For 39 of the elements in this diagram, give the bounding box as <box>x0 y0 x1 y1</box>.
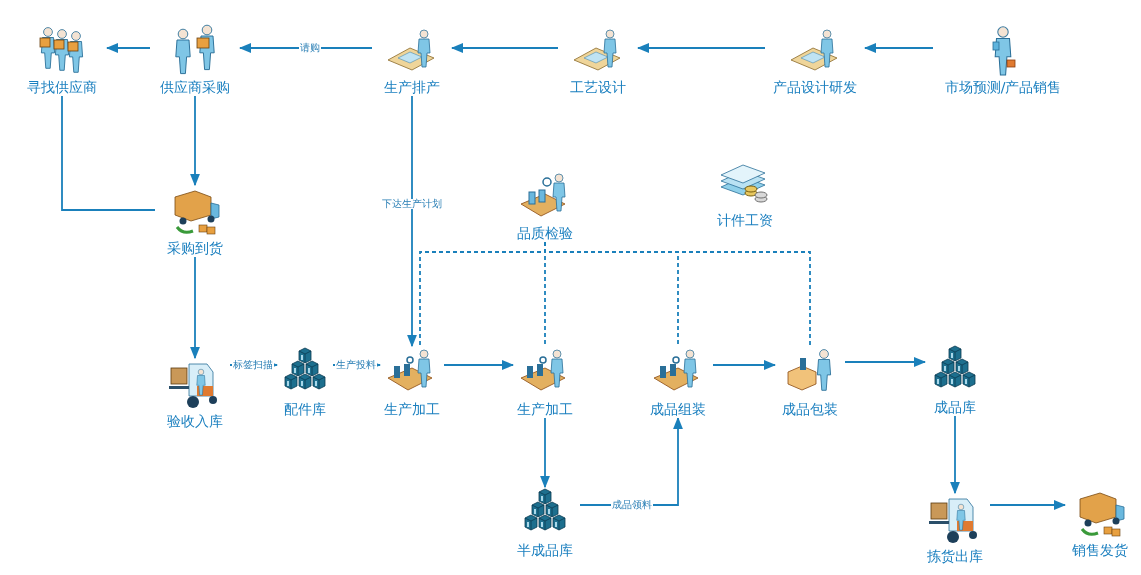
arrow <box>238 42 373 54</box>
arrow <box>406 95 418 348</box>
node-label: 成品组装 <box>650 400 706 418</box>
arrow <box>949 415 961 495</box>
node-label: 生产加工 <box>517 400 573 418</box>
arrow <box>844 356 927 368</box>
arrow <box>539 417 551 489</box>
arrow <box>189 95 201 187</box>
node-label: 拣货出库 <box>927 547 983 565</box>
node-label: 成品包装 <box>782 400 838 418</box>
node-label: 生产加工 <box>384 400 440 418</box>
arrow <box>863 42 934 54</box>
dashed-connector <box>544 241 811 347</box>
arrow <box>636 42 766 54</box>
node-label: 销售发货 <box>1072 541 1128 559</box>
node-label: 生产排产 <box>384 78 440 96</box>
arrow <box>443 359 515 371</box>
arrow <box>189 256 201 360</box>
node-label: 半成品库 <box>517 541 573 559</box>
arrow <box>105 42 151 54</box>
edge-label: 下达生产计划 <box>381 199 443 209</box>
edge-label: 标签扫描 <box>232 360 274 370</box>
node-label: 计件工资 <box>717 211 773 229</box>
node-label: 产品设计研发 <box>773 78 857 96</box>
node-label: 配件库 <box>284 400 326 418</box>
node-label: 寻找供应商 <box>27 78 97 96</box>
edge-label: 生产投料 <box>335 360 377 370</box>
node-label: 市场预测/产品销售 <box>944 78 1062 96</box>
arrow <box>989 499 1067 511</box>
arrow <box>712 359 777 371</box>
edge-label: 成品领料 <box>611 500 653 510</box>
node-label: 验收入库 <box>167 412 223 430</box>
node-label: 供应商采购 <box>160 78 230 96</box>
node-label: 品质检验 <box>517 224 573 242</box>
node-label: 成品库 <box>934 398 976 416</box>
node-label: 采购到货 <box>167 239 223 257</box>
arrow <box>450 42 559 54</box>
edge-label: 请购 <box>299 43 321 53</box>
node-label: 工艺设计 <box>570 78 626 96</box>
